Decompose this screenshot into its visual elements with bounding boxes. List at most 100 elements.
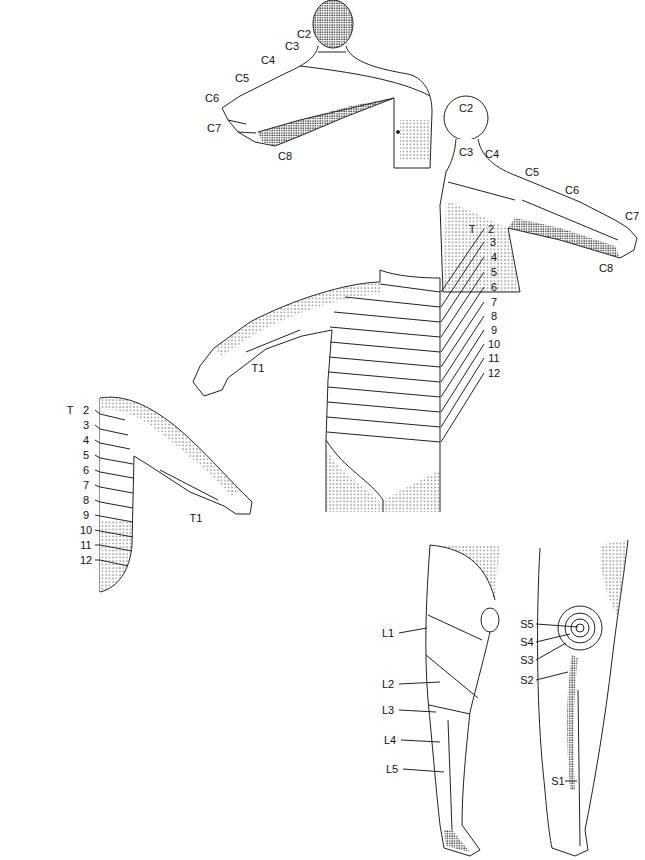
back-upper-figure bbox=[440, 139, 637, 292]
back-trunk-figure bbox=[100, 520, 132, 592]
dermatome-label: T bbox=[469, 223, 476, 235]
dermatome-label: 2 bbox=[83, 404, 89, 416]
back-leg-figure bbox=[576, 624, 584, 632]
front-upper-figure bbox=[300, 66, 430, 96]
front-trunk-figure bbox=[246, 330, 300, 352]
front-leg-figure bbox=[430, 545, 500, 600]
dermatome-label: C7 bbox=[625, 210, 639, 222]
dermatome-label: 6 bbox=[83, 464, 89, 476]
dermatome-label: 5 bbox=[83, 449, 89, 461]
front-upper-figure bbox=[222, 0, 432, 168]
back-trunk-figure bbox=[100, 414, 133, 566]
back-trunk-figure bbox=[100, 397, 240, 496]
dermatome-label: C2 bbox=[459, 102, 473, 114]
back-leg-figure bbox=[565, 613, 595, 643]
front-trunk-figure bbox=[383, 470, 440, 512]
front-leg-figure bbox=[426, 545, 490, 856]
dermatome-label: T bbox=[67, 404, 74, 416]
dermatome-label: 7 bbox=[83, 479, 89, 491]
front-upper-figure bbox=[313, 0, 353, 48]
back-upper-figure bbox=[440, 96, 637, 292]
back-leg-figure bbox=[536, 540, 628, 856]
front-trunk-figure bbox=[327, 284, 440, 442]
dermatome-label: 8 bbox=[83, 494, 89, 506]
back-leg-figure bbox=[538, 540, 628, 856]
front-leg-figure bbox=[444, 830, 470, 852]
dermatome-label: S2 bbox=[520, 674, 533, 686]
front-upper-figure bbox=[258, 98, 394, 146]
dermatome-label: C2 bbox=[297, 28, 311, 40]
front-upper-figure bbox=[346, 46, 432, 168]
dermatome-label: L5 bbox=[386, 763, 398, 775]
back-trunk-figure bbox=[95, 410, 100, 560]
dermatome-label: 10 bbox=[488, 338, 500, 350]
dermatome-label: 12 bbox=[488, 367, 500, 379]
back-trunk-figure bbox=[100, 397, 252, 592]
dermatome-label: 2 bbox=[488, 223, 494, 235]
back-trunk-figure bbox=[95, 397, 252, 592]
front-trunk-figure bbox=[326, 440, 383, 512]
front-upper-figure bbox=[400, 120, 430, 160]
front-trunk-figure bbox=[193, 229, 484, 512]
dermatome-label: 7 bbox=[491, 296, 497, 308]
dermatome-label: C6 bbox=[565, 184, 579, 196]
front-trunk-figure bbox=[214, 282, 380, 356]
dermatome-label: L2 bbox=[382, 678, 394, 690]
dermatome-label: 12 bbox=[80, 554, 92, 566]
dermatome-label: S5 bbox=[520, 618, 533, 630]
dermatome-label: T1 bbox=[190, 512, 203, 524]
front-leg-figure bbox=[399, 545, 500, 856]
front-trunk-figure bbox=[326, 450, 383, 512]
back-upper-figure bbox=[522, 200, 618, 240]
dermatome-label: 9 bbox=[83, 509, 89, 521]
dermatome-label: C5 bbox=[235, 72, 249, 84]
dermatome-label: 11 bbox=[80, 539, 91, 551]
front-upper-figure bbox=[228, 120, 256, 133]
front-leg-figure bbox=[426, 615, 482, 830]
dermatome-label: L4 bbox=[384, 734, 396, 746]
dermatome-label: 3 bbox=[83, 419, 89, 431]
back-leg-figure bbox=[578, 690, 580, 846]
dermatome-label: C4 bbox=[485, 148, 499, 160]
dermatome-label: C6 bbox=[205, 92, 219, 104]
back-leg-figure bbox=[565, 781, 577, 782]
dermatome-label: T1 bbox=[252, 362, 265, 374]
back-upper-figure bbox=[508, 218, 620, 258]
dermatome-label: C3 bbox=[459, 146, 473, 158]
back-upper-figure bbox=[444, 96, 488, 140]
dermatome-label: 8 bbox=[491, 310, 497, 322]
dermatome-label: C4 bbox=[261, 54, 275, 66]
front-leg-figure bbox=[399, 628, 444, 772]
dermatome-label: S4 bbox=[520, 636, 533, 648]
front-trunk-figure bbox=[380, 270, 381, 282]
front-leg-figure bbox=[481, 608, 499, 632]
dermatome-label: 11 bbox=[488, 352, 499, 364]
front-upper-figure bbox=[222, 46, 394, 146]
back-leg-figure bbox=[571, 619, 589, 637]
front-upper-figure bbox=[397, 131, 400, 134]
dermatome-label: L3 bbox=[382, 704, 394, 716]
dermatome-label: 6 bbox=[491, 281, 497, 293]
dermatome-label: C5 bbox=[525, 166, 539, 178]
dermatome-label: S1 bbox=[551, 775, 564, 787]
dermatome-label: C8 bbox=[278, 150, 292, 162]
back-leg-figure bbox=[600, 540, 628, 620]
dermatome-label: 4 bbox=[491, 251, 497, 263]
dermatome-label: S3 bbox=[520, 654, 533, 666]
dermatome-label: C3 bbox=[285, 40, 299, 52]
front-upper-figure bbox=[258, 98, 394, 132]
dermatome-label: C7 bbox=[207, 122, 221, 134]
back-leg-figure bbox=[567, 655, 578, 790]
dermatome-label: 3 bbox=[490, 236, 496, 248]
front-leg-figure bbox=[430, 545, 495, 600]
back-upper-figure bbox=[448, 182, 515, 200]
dermatome-label: 4 bbox=[83, 434, 89, 446]
dermatome-label: L1 bbox=[382, 627, 394, 639]
dermatome-label: 9 bbox=[491, 324, 497, 336]
front-trunk-figure bbox=[441, 229, 484, 442]
dermatome-label: 5 bbox=[491, 266, 497, 278]
back-trunk-figure bbox=[160, 470, 218, 500]
